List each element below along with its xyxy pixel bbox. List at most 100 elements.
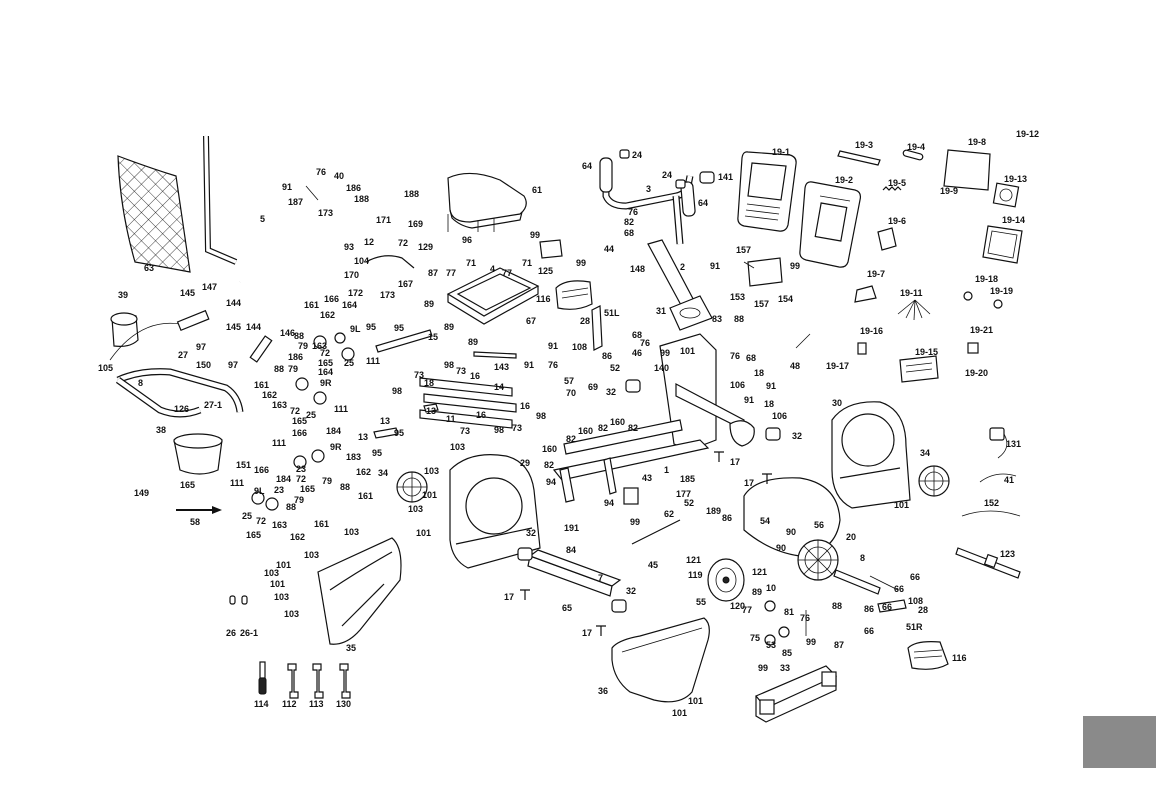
console-display-panel	[737, 151, 797, 232]
part-label: 93	[344, 242, 354, 252]
part-label: 146	[280, 328, 295, 338]
part-label: 31	[656, 306, 666, 316]
part-label: 41	[1004, 475, 1014, 485]
bracket-19-7	[854, 285, 877, 303]
part-label: 23	[274, 485, 284, 495]
handlebar-frame-8	[109, 322, 244, 418]
bracket-125	[539, 239, 563, 259]
part-label: 143	[494, 362, 509, 372]
part-label: 163	[312, 341, 327, 351]
part-label: 46	[632, 348, 642, 358]
part-label: 131	[1006, 439, 1021, 449]
part-label: 161	[304, 300, 319, 310]
part-label: 101	[894, 500, 909, 510]
part-label: 129	[418, 242, 433, 252]
part-label: 98	[536, 411, 546, 421]
part-label: 108	[572, 342, 587, 352]
part-label: 106	[772, 411, 787, 421]
part-label: 165	[292, 416, 307, 426]
part-label: 25	[344, 358, 354, 368]
part-label: 43	[642, 473, 652, 483]
part-label: 34	[920, 448, 930, 458]
part-label: 189	[706, 506, 721, 516]
part-label: 103	[284, 609, 299, 619]
part-label: 162	[290, 532, 305, 542]
part-label: 88	[340, 482, 350, 492]
part-label: 76	[548, 360, 558, 370]
rod-143	[473, 351, 517, 359]
part-label: 108	[908, 596, 923, 606]
part-label: 33	[780, 663, 790, 673]
part-label: 162	[320, 310, 335, 320]
part-label: 165	[246, 530, 261, 540]
part-label: 9R	[330, 442, 342, 452]
chip-19-21	[967, 342, 979, 354]
part-label: 160	[542, 444, 557, 454]
part-label: 12	[364, 237, 374, 247]
part-label: 7	[598, 573, 603, 583]
main-frame-1	[552, 333, 755, 503]
part-label: 151	[236, 460, 251, 470]
part-label: 17	[504, 592, 514, 602]
mast-cover-31	[669, 295, 713, 331]
part-label: 19-19	[990, 286, 1013, 296]
seat-rail-ties-94	[623, 487, 639, 505]
tube-15	[375, 329, 433, 353]
part-label: 94	[604, 498, 614, 508]
flywheel-cover-disc-34	[396, 471, 428, 503]
part-label: 30	[832, 398, 842, 408]
part-label: 79	[294, 495, 304, 505]
part-label: 166	[292, 428, 307, 438]
pivot-assembly-upper	[251, 332, 355, 511]
part-label: 27	[178, 350, 188, 360]
part-label: 82	[598, 423, 608, 433]
part-label: 3	[646, 184, 651, 194]
part-label: 86	[722, 513, 732, 523]
part-label: 163	[272, 520, 287, 530]
part-label: 125	[538, 266, 553, 276]
part-label: 17	[744, 478, 754, 488]
part-label: 161	[314, 519, 329, 529]
part-label: 106	[730, 380, 745, 390]
part-label: 105	[98, 363, 113, 373]
part-label: 99	[790, 261, 800, 271]
part-label: 94	[546, 477, 556, 487]
part-label: 97	[228, 360, 238, 370]
part-label: 34	[378, 468, 388, 478]
part-label: 79	[322, 476, 332, 486]
part-label: 55	[696, 597, 706, 607]
part-label: 187	[288, 197, 303, 207]
part-label: 153	[730, 292, 745, 302]
part-label: 67	[526, 316, 536, 326]
part-label: 184	[276, 474, 291, 484]
grip-sensor-144	[249, 335, 273, 363]
part-label: 9L	[254, 486, 265, 496]
part-label: 84	[566, 545, 576, 555]
part-label: 64	[582, 161, 592, 171]
part-label: 173	[380, 290, 395, 300]
part-label: 99	[806, 637, 816, 647]
part-label: 17	[582, 628, 592, 638]
part-label: 99	[630, 517, 640, 527]
crossbar-123	[955, 547, 1021, 579]
part-label: 150	[196, 360, 211, 370]
part-label: 164	[318, 367, 333, 377]
part-label: 52	[684, 498, 694, 508]
part-label: 69	[588, 382, 598, 392]
stabilizer-7	[527, 549, 622, 597]
part-label: 17	[730, 457, 740, 467]
part-label: 16	[470, 371, 480, 381]
part-label: 97	[196, 342, 206, 352]
part-label: 123	[1000, 549, 1015, 559]
part-label: 57	[564, 376, 574, 386]
part-label: 170	[344, 270, 359, 280]
part-label: 68	[632, 330, 642, 340]
part-label: 77	[502, 268, 512, 278]
cable-62	[631, 519, 681, 545]
part-label: 111	[334, 404, 348, 414]
part-label: 24	[632, 150, 642, 160]
part-label: 19-17	[826, 361, 849, 371]
page-tab	[1083, 716, 1156, 768]
pulley-56	[797, 539, 839, 581]
part-label: 72	[296, 474, 306, 484]
